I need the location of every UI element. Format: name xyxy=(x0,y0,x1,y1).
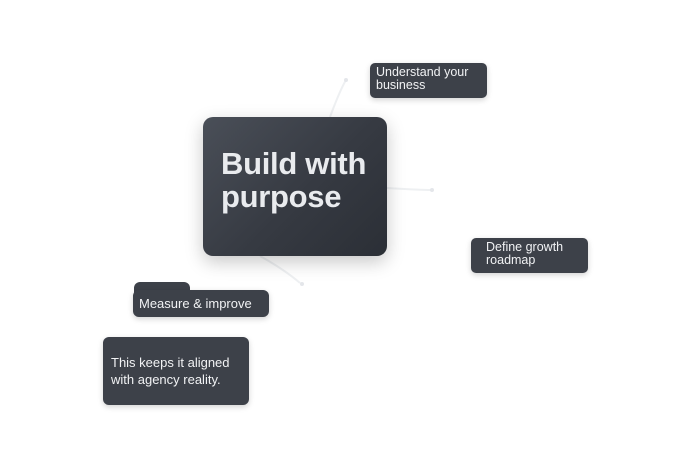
node-understand-business[interactable]: Understand your business xyxy=(370,63,487,98)
central-node[interactable]: Build with purpose xyxy=(203,117,387,256)
node-note-label: This keeps it aligned with agency realit… xyxy=(111,355,230,387)
node-define-label: Define growth roadmap xyxy=(486,240,564,267)
connector-dot-define xyxy=(430,188,434,192)
node-measure-improve[interactable]: Measure & improve xyxy=(133,290,269,317)
connector-measure xyxy=(259,255,301,284)
node-understand-label: Understand your business xyxy=(376,65,469,92)
node-note-aligned[interactable]: This keeps it aligned with agency realit… xyxy=(103,337,249,405)
connector-understand xyxy=(329,79,347,118)
connector-dot-measure xyxy=(300,282,304,286)
node-define-roadmap[interactable]: Define growth roadmap xyxy=(471,238,588,273)
connector-dot-understand xyxy=(344,78,348,82)
central-node-title: Build with purpose xyxy=(221,146,367,214)
connector-define xyxy=(386,187,433,191)
node-measure-label: Measure & improve xyxy=(139,296,252,311)
